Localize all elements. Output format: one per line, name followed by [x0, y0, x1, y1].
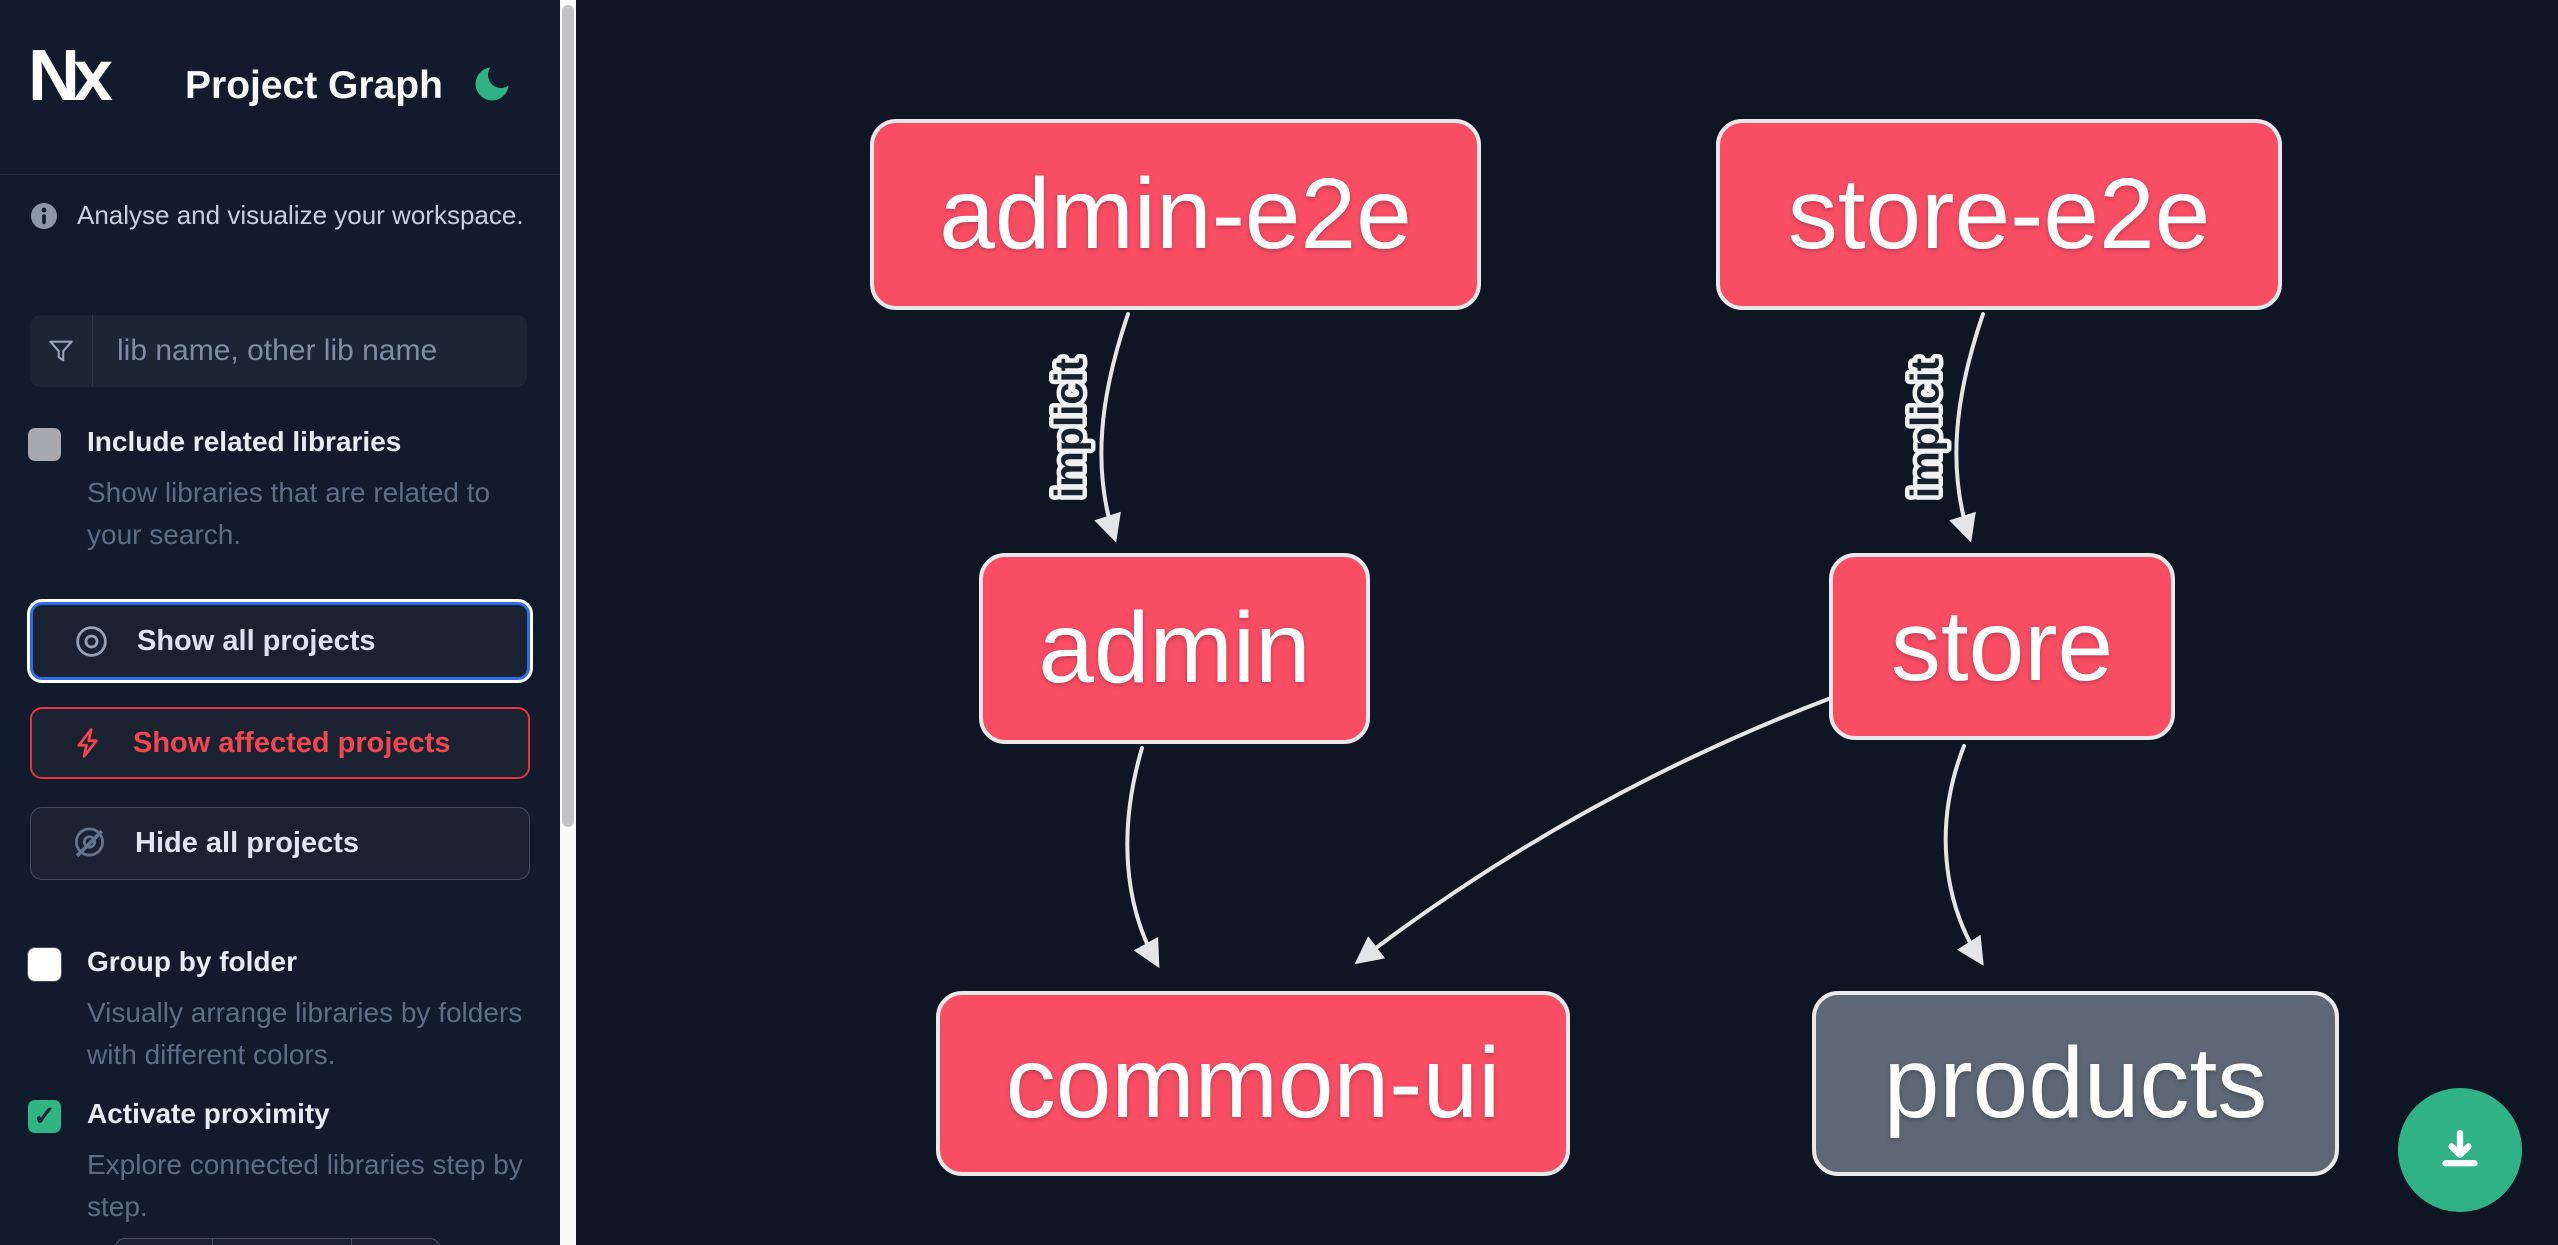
funnel-icon: [30, 315, 93, 387]
checkbox-activate-proximity[interactable]: ✓: [28, 1100, 61, 1133]
toggle-description: Explore connected libraries step by step…: [87, 1149, 523, 1222]
edge-store-products: [1943, 744, 1984, 966]
proximity-depth-control[interactable]: [115, 1238, 440, 1245]
nx-logo: Nx: [28, 36, 113, 116]
bolt-icon: [77, 728, 98, 758]
button-label: Show all projects: [137, 624, 376, 657]
edge-admin-e2e-admin: [1094, 312, 1130, 543]
edge-label-implicit: implicit: [1048, 358, 1092, 498]
dependency-edges: implicit implicit: [1043, 312, 1985, 969]
page-title: Project Graph: [185, 64, 443, 107]
project-node-common-ui[interactable]: common-ui: [936, 991, 1570, 1176]
project-node-products[interactable]: products: [1812, 991, 2339, 1176]
theme-toggle-button[interactable]: [470, 62, 514, 106]
show-affected-projects-button[interactable]: Show affected projects: [30, 707, 530, 779]
toggle-description: Visually arrange libraries by folders wi…: [87, 997, 523, 1070]
button-label: Show affected projects: [133, 726, 451, 759]
download-icon: [2442, 1129, 2478, 1167]
tagline-row: Analyse and visualize your workspace.: [30, 200, 530, 231]
graph-canvas[interactable]: implicit implicit admin-e2e store-e2e ad…: [576, 0, 2558, 1245]
toggle-label: Group by folder: [87, 946, 297, 977]
project-node-store[interactable]: store: [1829, 553, 2175, 740]
edge-store-e2e-store: [1949, 312, 1985, 543]
hide-all-projects-button[interactable]: Hide all projects: [30, 807, 530, 880]
sidebar-scrollbar-thumb[interactable]: [562, 5, 574, 827]
project-node-admin-e2e[interactable]: admin-e2e: [870, 119, 1481, 310]
eye-icon: [76, 625, 107, 657]
search-input[interactable]: [93, 315, 527, 387]
sidebar-header: Nx Project Graph: [0, 0, 560, 175]
checkbox-include-related[interactable]: [28, 428, 61, 461]
sidebar: Nx Project Graph Analyse and visualize y…: [0, 0, 560, 1245]
project-node-store-e2e[interactable]: store-e2e: [1716, 119, 2282, 310]
edge-admin-common-ui: [1125, 746, 1160, 969]
edge-label-implicit: implicit: [1904, 358, 1948, 498]
toggle-label: Activate proximity: [87, 1098, 330, 1129]
tagline-text: Analyse and visualize your workspace.: [77, 200, 524, 230]
info-icon: [31, 202, 57, 229]
download-image-button[interactable]: [2398, 1088, 2522, 1212]
button-label: Hide all projects: [135, 827, 360, 859]
toggle-description: Show libraries that are related to your …: [87, 477, 491, 550]
project-node-admin[interactable]: admin: [979, 553, 1370, 744]
eye-off-icon: [75, 827, 104, 858]
toggle-label: Include related libraries: [87, 426, 402, 457]
check-icon: ✓: [33, 1101, 56, 1131]
show-all-projects-button[interactable]: Show all projects: [30, 602, 530, 680]
search-box: [30, 315, 527, 387]
checkbox-group-by-folder[interactable]: [28, 948, 61, 981]
moon-icon: [475, 67, 509, 101]
sidebar-scrollbar-track: [560, 0, 576, 1245]
edge-store-common-ui: [1354, 696, 1833, 965]
